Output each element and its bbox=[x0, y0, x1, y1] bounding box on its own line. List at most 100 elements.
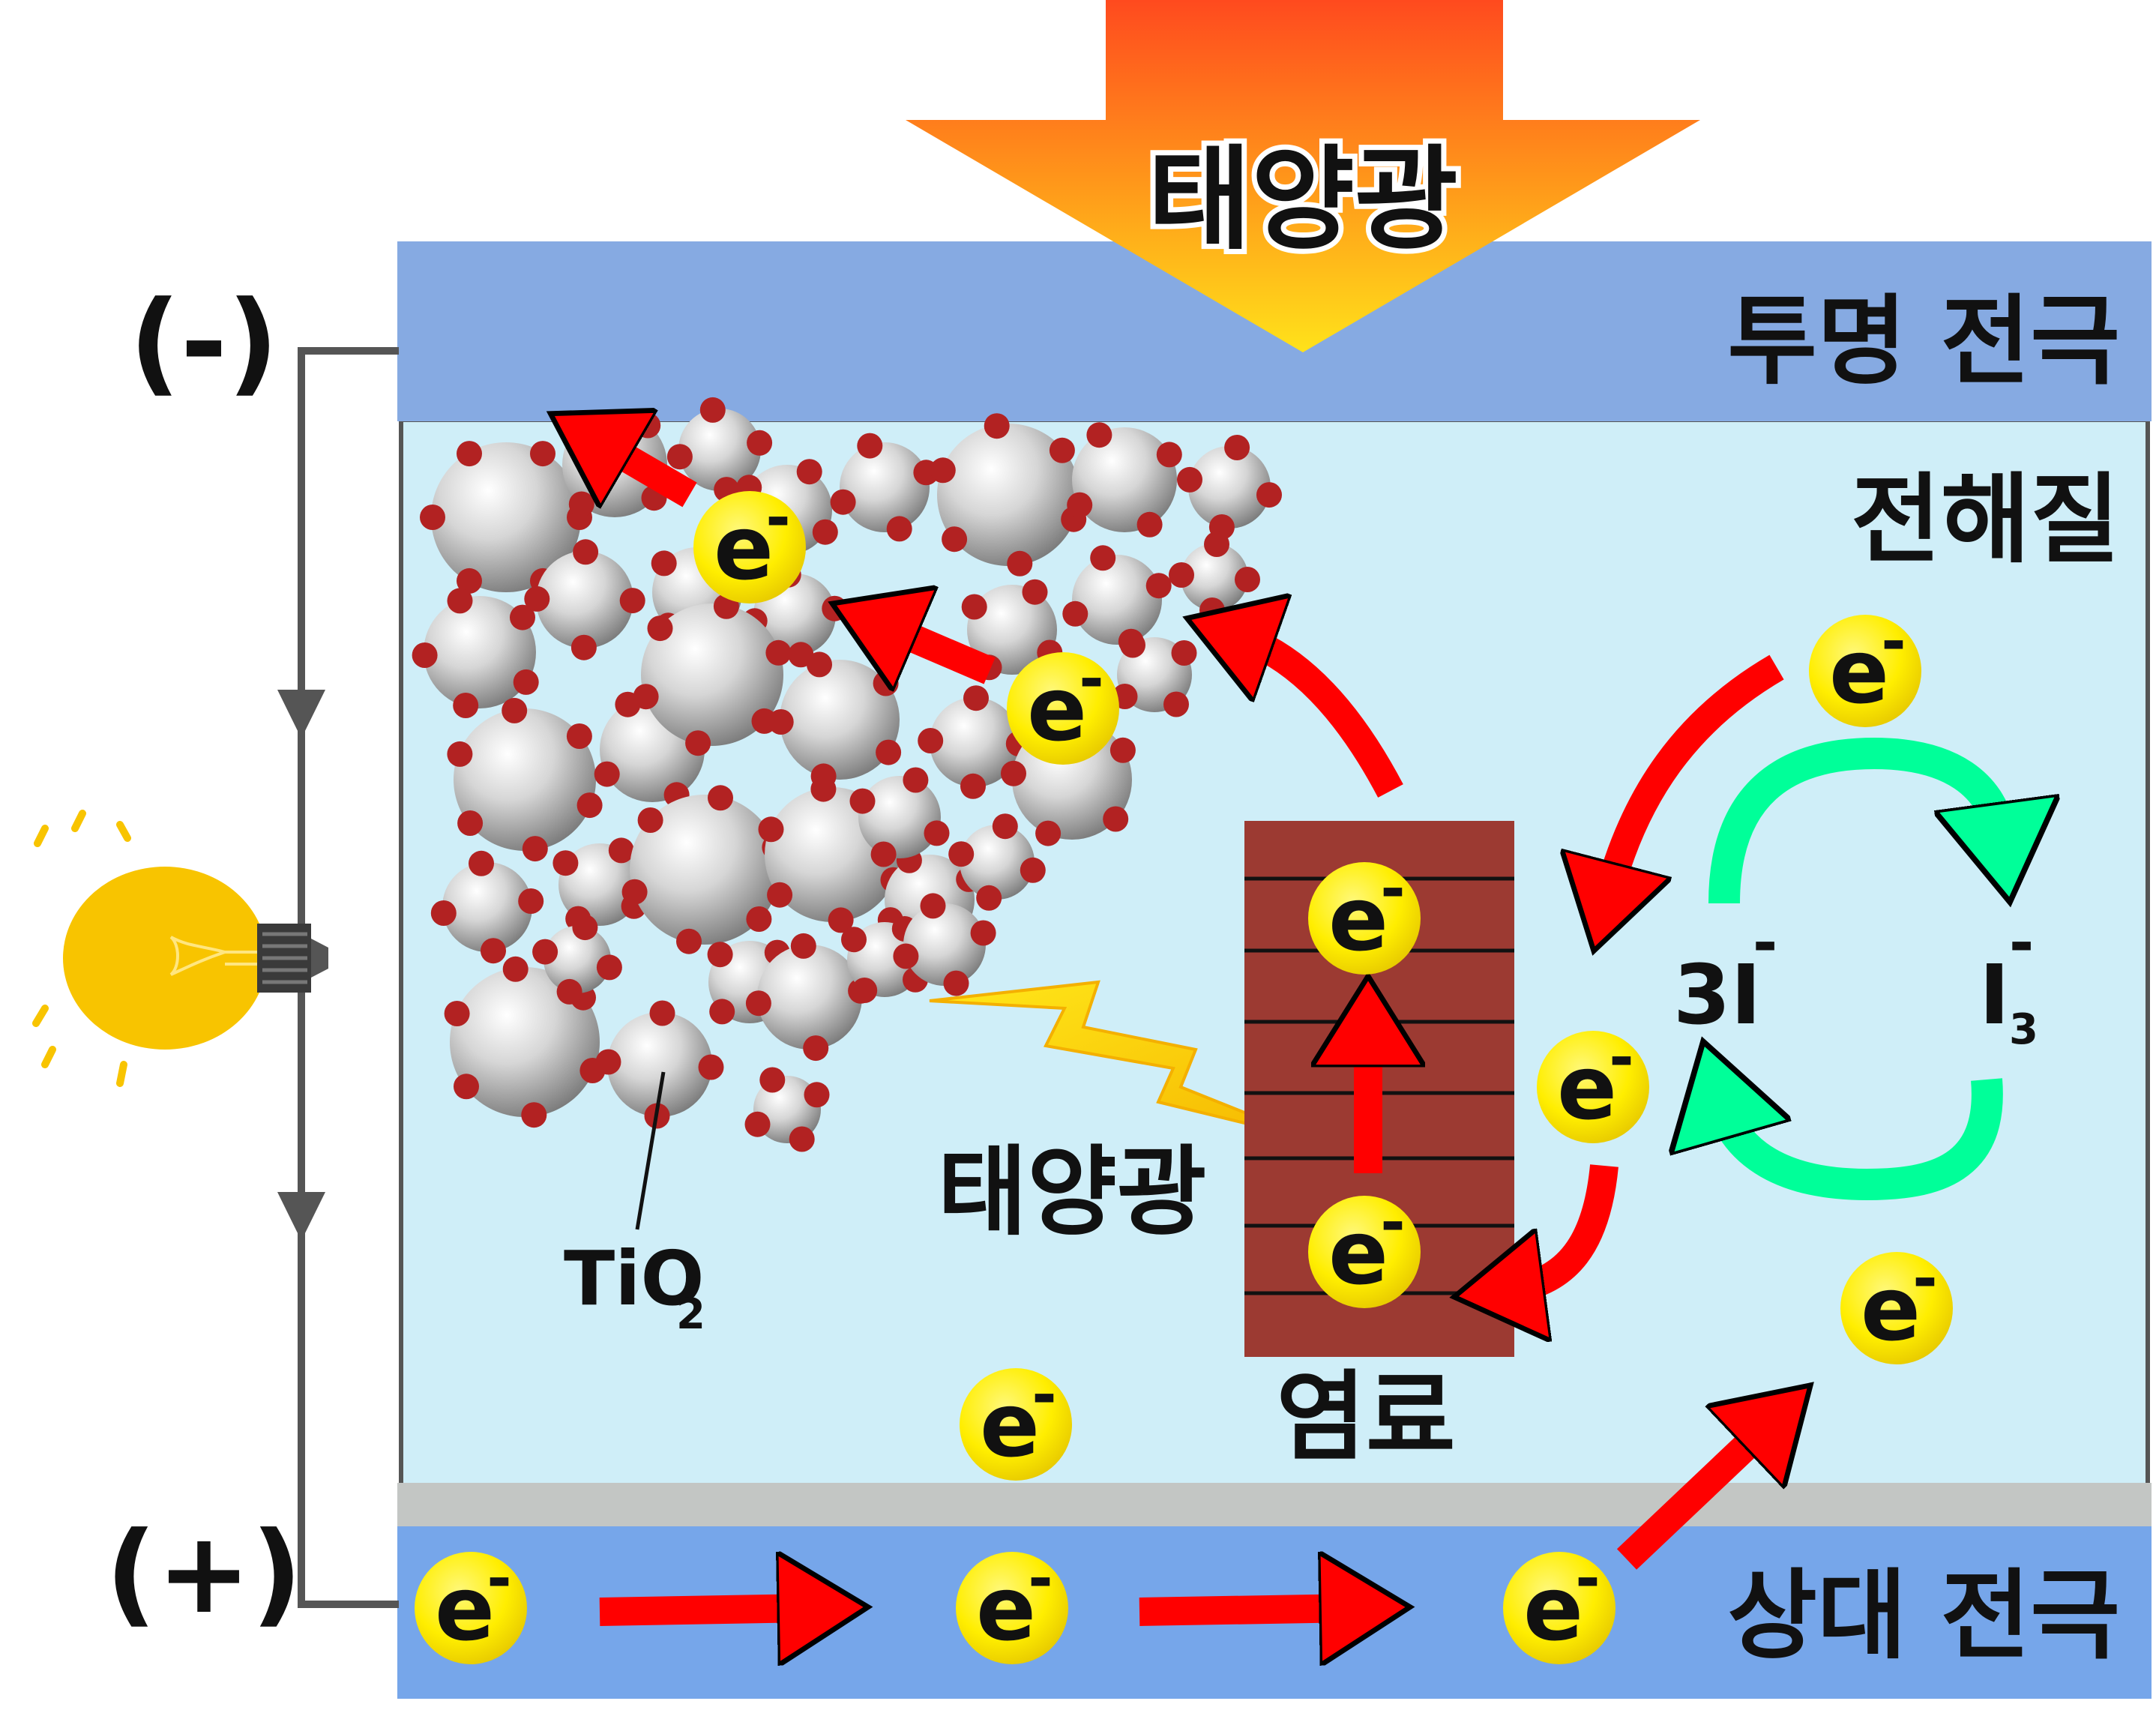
electron-symbol: e bbox=[1829, 620, 1889, 723]
tio2-particle bbox=[442, 862, 532, 952]
tio2-subscript: 2 bbox=[676, 1290, 705, 1339]
electron-group: e-e-e-e-e-e-e-e-e-e-e- bbox=[415, 483, 1953, 1664]
dye-molecule-dot bbox=[759, 1067, 786, 1093]
current-arrow-upper bbox=[277, 690, 325, 738]
dye-molecule-dot bbox=[849, 788, 876, 814]
dye-molecule-dot bbox=[1224, 435, 1250, 460]
dye-molecule-dot bbox=[573, 539, 599, 565]
dye-molecule-dot bbox=[576, 792, 603, 819]
electron-disc bbox=[1537, 1031, 1649, 1143]
electron-symbol: e bbox=[1861, 1257, 1921, 1361]
electron-9: e- bbox=[415, 1544, 527, 1664]
tio2-particle bbox=[630, 795, 780, 945]
dye-molecule-dot bbox=[1177, 466, 1202, 493]
dye-molecule-dot bbox=[1103, 806, 1129, 832]
electron-disc bbox=[1503, 1552, 1616, 1664]
arrow-dye-to-tio2 bbox=[1241, 637, 1403, 798]
electron-charge: - bbox=[1028, 1544, 1053, 1613]
transparent-electrode-label: 투명 전극 bbox=[1727, 284, 2120, 398]
dye-molecule-dot bbox=[676, 928, 702, 954]
tio2-particle bbox=[753, 1076, 821, 1143]
dye-molecule-dot bbox=[532, 939, 558, 965]
dye-molecule-dot bbox=[961, 594, 987, 620]
dye-molecule-dot bbox=[943, 970, 969, 996]
dye-molecule-dot bbox=[481, 938, 506, 964]
electron-symbol: e bbox=[1523, 1557, 1583, 1661]
dye-molecule-dot bbox=[556, 978, 582, 1005]
tio2-particle bbox=[757, 945, 862, 1050]
dye-molecule-dot bbox=[1007, 550, 1033, 576]
electron-charge: - bbox=[487, 1544, 511, 1613]
electron-symbol: e bbox=[1328, 1201, 1388, 1304]
triiodide-text: I bbox=[1979, 947, 2010, 1043]
dye-molecule-dot bbox=[963, 685, 989, 711]
dye-molecule-dot bbox=[830, 489, 856, 515]
electron-symbol: e bbox=[435, 1557, 495, 1661]
tio2-particle-cluster bbox=[412, 397, 1282, 1152]
dye-molecule-dot bbox=[1235, 567, 1260, 592]
dye-molecule-dot bbox=[767, 882, 793, 908]
tio2-particle bbox=[424, 596, 536, 708]
dye-molecule-dot bbox=[852, 978, 878, 1003]
dye-molecule-dot bbox=[699, 397, 726, 423]
electron-2: e- bbox=[1007, 644, 1119, 765]
triiodide-subscript: 3 bbox=[2009, 1005, 2038, 1054]
dye-molecule-dot bbox=[635, 412, 661, 439]
dye-molecule-dot bbox=[960, 773, 986, 799]
electron-5: e- bbox=[1537, 1023, 1649, 1143]
dye-molecule-dot bbox=[745, 990, 771, 1017]
dye-molecule-dot bbox=[502, 956, 529, 982]
electron-disc bbox=[415, 1552, 527, 1664]
dye-molecule-dot bbox=[444, 1001, 470, 1026]
dye-molecule-dot bbox=[1090, 545, 1116, 571]
tio2-particle bbox=[937, 424, 1079, 566]
dye-molecule-dot bbox=[812, 519, 838, 545]
dye-molecule-dot bbox=[1156, 442, 1182, 468]
electron-6: e- bbox=[1809, 606, 1921, 727]
electron-symbol: e bbox=[1027, 657, 1087, 761]
electron-1: e- bbox=[693, 483, 806, 603]
dye-molecule-dot bbox=[621, 879, 648, 905]
dye-molecule-dot bbox=[457, 568, 482, 594]
arrow-reduction bbox=[1720, 1080, 2003, 1201]
tio2-particle bbox=[607, 1012, 712, 1117]
dye-molecule-dot bbox=[1001, 760, 1026, 786]
dye-molecule-dot bbox=[920, 893, 946, 919]
electron-charge: - bbox=[1032, 1360, 1056, 1430]
electron-disc bbox=[1007, 652, 1119, 765]
dye-molecule-dot bbox=[807, 651, 832, 678]
dye-molecule-dot bbox=[595, 1049, 621, 1075]
tio2-particle bbox=[960, 825, 1035, 900]
dye-molecule-dot bbox=[893, 943, 919, 969]
dye-molecule-dot bbox=[1120, 632, 1145, 658]
tio2-particle bbox=[1072, 555, 1162, 645]
dye-molecule-dot bbox=[841, 927, 867, 953]
tio2-particle bbox=[1188, 446, 1271, 529]
dye-molecule-dot bbox=[948, 841, 975, 867]
dye-molecule-dot bbox=[1171, 640, 1197, 666]
dye-molecule-dot bbox=[886, 516, 912, 542]
dye-molecule-dot bbox=[524, 585, 550, 612]
current-arrow-lower bbox=[277, 1192, 325, 1241]
negative-terminal-label: (-) bbox=[129, 277, 278, 408]
tio2-label: TiO 2 bbox=[564, 1235, 705, 1339]
arrow-tio2-mid bbox=[885, 626, 996, 671]
dye-molecule-dot bbox=[1109, 737, 1136, 763]
sun-arrow-icon bbox=[906, 0, 1700, 352]
electron-11: e- bbox=[1503, 1544, 1616, 1664]
arrow-to-dye bbox=[1511, 1164, 1618, 1289]
tio2-particle bbox=[543, 926, 611, 993]
dye-molecule-dot bbox=[984, 413, 1010, 439]
dye-molecule-dot bbox=[568, 491, 594, 517]
arrow-counter-2 bbox=[1139, 1608, 1353, 1612]
dye-molecule-dot bbox=[828, 907, 854, 933]
dye-molecule-dot bbox=[651, 550, 677, 576]
tio2-particle bbox=[454, 708, 596, 851]
dye-molecule-dot bbox=[857, 433, 883, 459]
dye-molecule-dot bbox=[562, 418, 588, 445]
dye-molecule-dot bbox=[930, 457, 956, 484]
dye-molecule-dot bbox=[1035, 820, 1062, 846]
tio2-particle bbox=[678, 409, 761, 491]
dye-molecule-dot bbox=[789, 1126, 815, 1152]
